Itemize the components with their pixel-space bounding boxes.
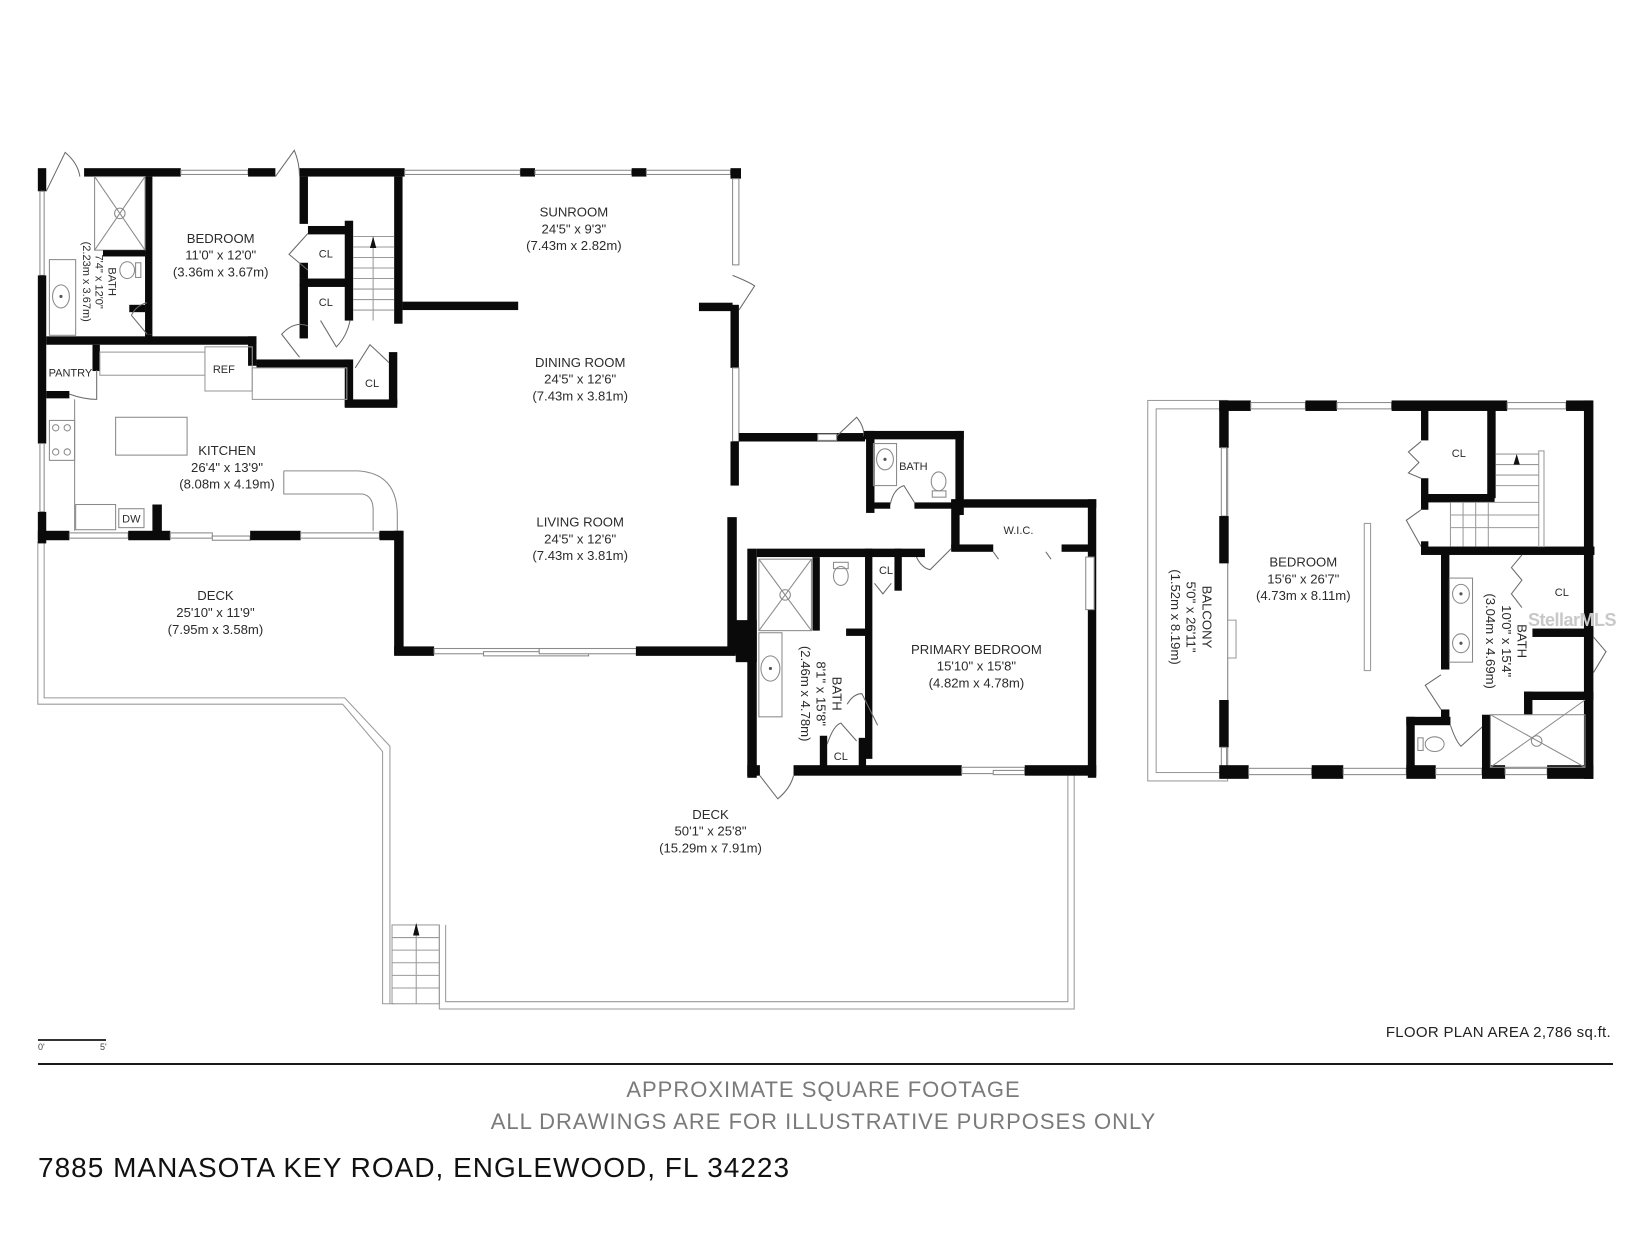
closet-label: CL — [1555, 587, 1569, 599]
room-dims-ft: 15'10" x 15'8" — [937, 659, 1017, 674]
bedroom-exterior-door — [274, 149, 301, 177]
room-dims-m: (7.43m x 2.82m) — [526, 238, 622, 253]
room-name: DECK — [197, 588, 234, 603]
scale-bar-start: 0' — [38, 1042, 45, 1052]
main-floor — [37, 149, 1097, 1010]
footer-divider — [38, 1063, 1613, 1065]
room-dims-ft: 24'5" x 12'6" — [544, 531, 616, 546]
room-dims-ft: 24'5" x 9'3" — [542, 221, 607, 236]
room-dims-m: (15.29m x 7.91m) — [659, 840, 762, 855]
closet-label: CL — [319, 249, 333, 261]
room-dims-ft: 5'0" x 26'11" — [1184, 581, 1199, 652]
room-dims-ft: 15'6" x 26'7" — [1267, 571, 1339, 586]
floor-plan-area: FLOOR PLAN AREA 2,786 sq.ft. — [1385, 1024, 1611, 1041]
sunroom-door — [732, 274, 756, 311]
room-dims-m: (3.04m x 4.69m) — [1483, 593, 1498, 689]
scale-bar-line — [38, 1039, 106, 1041]
closet-label: CL — [1452, 448, 1466, 460]
room-name: BALCONY — [1199, 586, 1214, 649]
room-dims-m: (8.08m x 4.19m) — [179, 477, 275, 492]
dishwasher-label: DW — [122, 513, 141, 525]
room-dims-m: (3.36m x 3.67m) — [173, 264, 269, 279]
closet-label: CL — [365, 378, 379, 390]
sink-icon — [52, 284, 70, 309]
walk-in-closet-label: W.I.C. — [1003, 525, 1033, 537]
closet-label: CL — [879, 565, 893, 577]
upper-floor — [1147, 399, 1607, 782]
room-name: DINING ROOM — [535, 355, 625, 370]
scale-bar: 0' 5' — [38, 1034, 108, 1054]
disclaimer-illustrative: ALL DRAWINGS ARE FOR ILLUSTRATIVE PURPOS… — [490, 1109, 1157, 1134]
room-name: BATH — [1515, 624, 1530, 658]
room-dims-ft: 50'1" x 25'8" — [675, 824, 747, 839]
room-labels: BEDROOM 11'0" x 12'0" (3.36m x 3.67m) BA… — [49, 205, 1569, 856]
room-name: BEDROOM — [187, 231, 255, 246]
room-dims-m: (4.73m x 8.11m) — [1256, 588, 1351, 603]
entry-door — [45, 151, 81, 192]
room-dims-m: (1.52m x 8.19m) — [1168, 569, 1183, 665]
room-dims-m: (7.43m x 3.81m) — [532, 388, 628, 403]
room-dims-ft: 25'10" x 11'9" — [176, 605, 255, 620]
room-name: BATH — [105, 267, 117, 296]
room-dims-ft: 7'4" x 12'0" — [93, 255, 105, 309]
room-name: BATH — [829, 677, 844, 711]
scale-bar-end: 5' — [100, 1042, 107, 1052]
room-name: SUNROOM — [540, 205, 609, 220]
sink-icon — [75, 503, 117, 531]
room-name: BEDROOM — [1269, 555, 1337, 570]
stair-arrow-icon — [413, 922, 420, 936]
room-dims-m: (2.46m x 4.78m) — [798, 646, 813, 742]
half-bath-label: BATH — [899, 461, 928, 473]
closet-label: CL — [834, 751, 848, 763]
room-dims-m: (4.82m x 4.78m) — [929, 675, 1025, 690]
room-dims-ft: 8'1" x 15'8" — [814, 661, 829, 726]
pantry-label: PANTRY — [49, 367, 93, 379]
room-dims-m: (7.95m x 3.58m) — [168, 622, 264, 637]
room-dims-m: (7.43m x 3.81m) — [532, 548, 628, 563]
room-dims-ft: 26'4" x 13'9" — [191, 460, 263, 475]
room-name: LIVING ROOM — [536, 515, 624, 530]
room-dims-ft: 24'5" x 12'6" — [544, 372, 616, 387]
disclaimer-approximate: APPROXIMATE SQUARE FOOTAGE — [626, 1077, 1021, 1102]
room-name: KITCHEN — [198, 443, 256, 458]
toilet-icon — [119, 261, 136, 280]
room-dims-m: (2.23m x 3.67m) — [80, 242, 92, 322]
property-address: 7885 MANASOTA KEY ROAD, ENGLEWOOD, FL 34… — [38, 1152, 791, 1183]
kitchen-island — [115, 416, 188, 456]
interior-stairs — [353, 235, 395, 321]
refrigerator-label: REF — [213, 364, 235, 376]
room-name: DECK — [692, 807, 729, 822]
upper-stairs — [1449, 450, 1545, 548]
room-name: PRIMARY BEDROOM — [911, 642, 1042, 657]
room-dims-ft: 10'0" x 15'4" — [1499, 605, 1514, 677]
deck-railing — [37, 541, 1075, 1010]
watermark-logo: StellarMLS — [1528, 610, 1617, 630]
kitchen-counter-bar — [283, 470, 398, 531]
closet-label: CL — [319, 297, 333, 309]
room-dims-ft: 11'0" x 12'0" — [185, 248, 256, 263]
